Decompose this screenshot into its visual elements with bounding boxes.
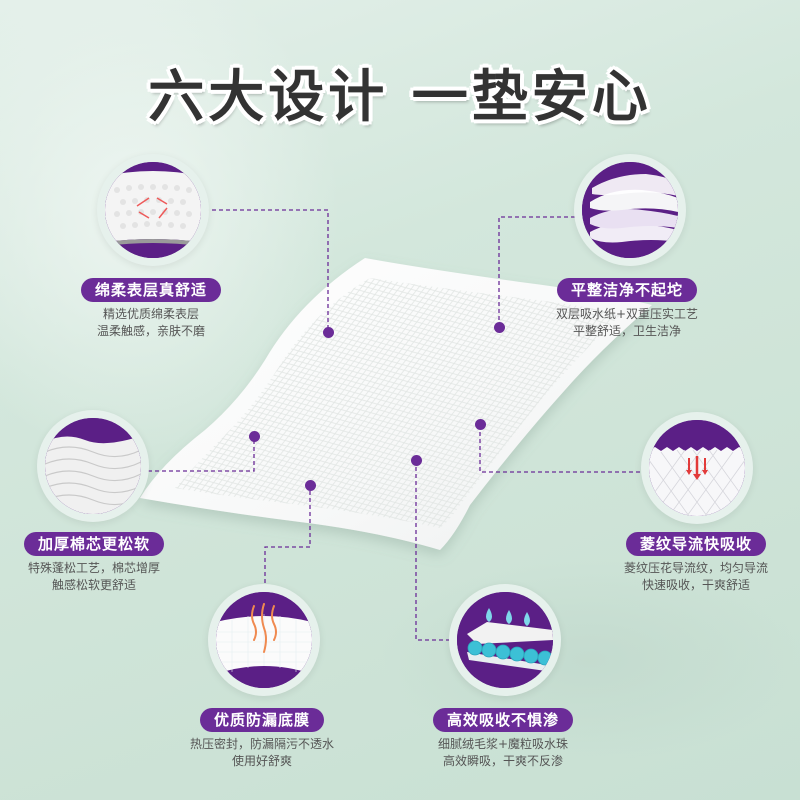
feature-label: 绵柔表层真舒适 xyxy=(80,278,221,302)
diamond-pattern-arrows-icon xyxy=(649,420,745,516)
feature-thick-core: 加厚棉芯更松软 特殊蓬松工艺，棉芯增厚 触感松软更舒适 xyxy=(0,532,194,594)
callout-dot-soft-surface xyxy=(322,326,334,338)
breathable-film-icon xyxy=(216,592,312,688)
feature-flat-clean: 平整洁净不起坨 双层吸水纸+双重压实工艺 平整舒适，卫生洁净 xyxy=(527,278,727,340)
page-title: 六大设计 一垫安心 xyxy=(148,65,652,130)
feature-description: 细腻绒毛浆+魔粒吸水珠 高效瞬吸，干爽不反渗 xyxy=(437,737,569,768)
feature-high-absorb: 高效吸收不惧渗 细腻绒毛浆+魔粒吸水珠 高效瞬吸，干爽不反渗 xyxy=(403,708,603,770)
feature-description: 双层吸水纸+双重压实工艺 平整舒适，卫生洁净 xyxy=(555,307,699,338)
feature-image-flat-clean xyxy=(574,154,686,266)
feature-image-soft-surface xyxy=(97,154,209,266)
feature-label: 平整洁净不起坨 xyxy=(556,278,697,302)
feature-leakproof-film: 优质防漏底膜 热压密封，防漏隔污不透水 使用好舒爽 xyxy=(162,708,362,770)
feature-description: 精选优质绵柔表层 温柔触感，亲肤不磨 xyxy=(96,307,205,338)
feature-description: 特殊蓬松工艺，棉芯增厚 触感松软更舒适 xyxy=(27,561,160,592)
callout-dot-diamond-channel xyxy=(474,418,486,430)
callout-dot-high-absorb xyxy=(410,454,422,466)
feature-label: 优质防漏底膜 xyxy=(199,708,324,732)
water-drop-beads-icon xyxy=(457,592,553,688)
feature-description: 热压密封，防漏隔污不透水 使用好舒爽 xyxy=(189,737,334,768)
feature-description: 菱纹压花导流纹，均匀导流 快速吸收，干爽舒适 xyxy=(623,561,768,592)
callout-dot-leakproof-film xyxy=(304,479,316,491)
feature-label: 菱纹导流快吸收 xyxy=(625,532,766,556)
feature-image-leakproof-film xyxy=(208,584,320,696)
fluffy-core-icon xyxy=(45,418,141,514)
feature-image-diamond-channel xyxy=(641,412,753,524)
feature-image-thick-core xyxy=(37,410,149,522)
feature-label: 高效吸收不惧渗 xyxy=(432,708,573,732)
layered-paper-icon xyxy=(582,162,678,258)
feature-image-high-absorb xyxy=(449,584,561,696)
soft-surface-texture-icon xyxy=(105,162,201,258)
feature-label: 加厚棉芯更松软 xyxy=(23,532,164,556)
callout-dot-flat-clean xyxy=(493,321,505,333)
feature-soft-surface: 绵柔表层真舒适 精选优质绵柔表层 温柔触感，亲肤不磨 xyxy=(51,278,251,340)
feature-diamond-channel: 菱纹导流快吸收 菱纹压花导流纹，均匀导流 快速吸收，干爽舒适 xyxy=(596,532,796,594)
callout-dot-thick-core xyxy=(248,430,260,442)
